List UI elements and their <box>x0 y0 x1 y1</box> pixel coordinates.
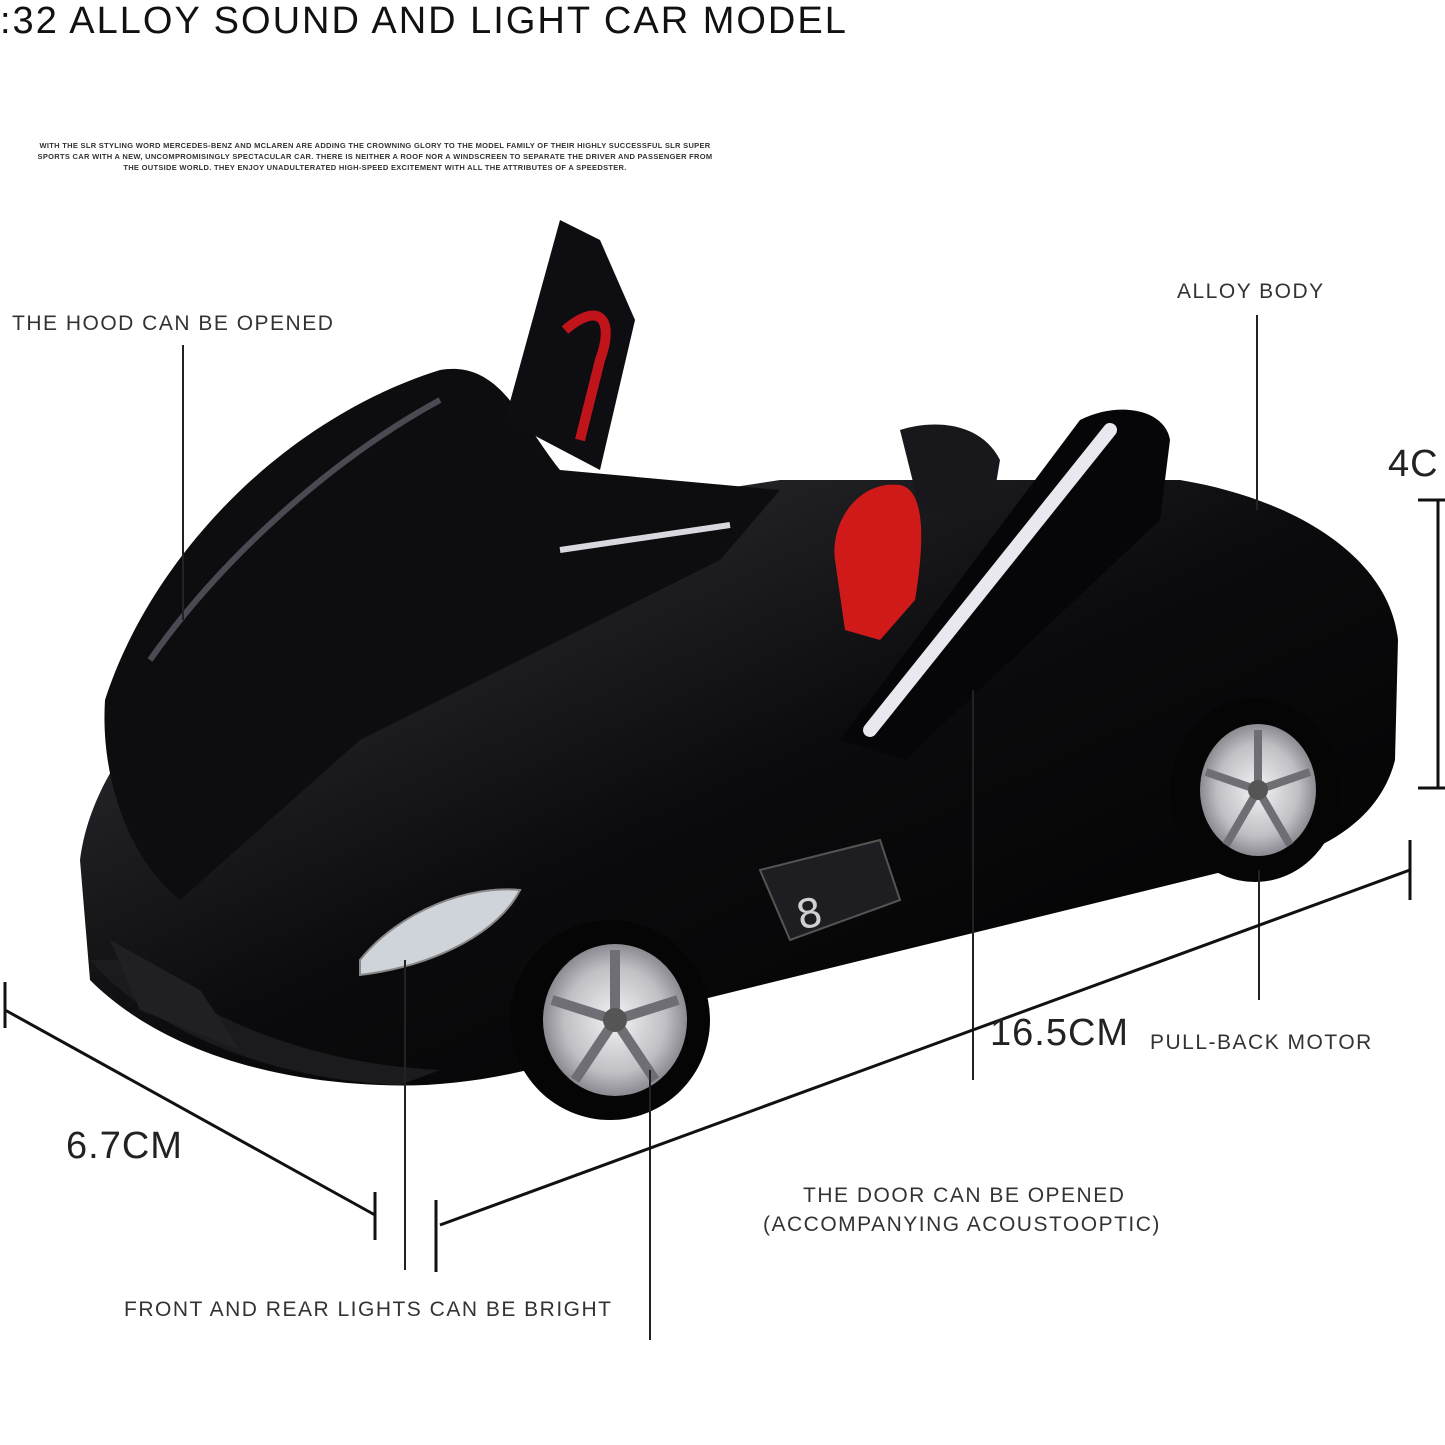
headlight <box>359 888 522 977</box>
far-door <box>505 220 635 470</box>
page-title: :32 ALLOY SOUND AND LIGHT CAR MODEL <box>0 0 848 42</box>
width-dimension: 6.7CM <box>66 1125 183 1167</box>
height-dimension: 4C <box>1388 443 1439 485</box>
grille <box>110 940 240 1050</box>
width-dim-line <box>4 1008 376 1217</box>
seat <box>834 484 922 640</box>
open-hood <box>104 368 781 900</box>
rear-wheel <box>1170 698 1340 882</box>
side-vent <box>758 838 902 942</box>
length-dimension: 16.5CM <box>990 1012 1130 1054</box>
front-wheel <box>510 920 710 1120</box>
lights-label: FRONT AND REAR LIGHTS CAN BE BRIGHT <box>124 1298 613 1321</box>
description-text: WITH THE SLR STYLING WORD MERCEDES-BENZ … <box>37 141 713 172</box>
door-label-line1: THE DOOR CAN BE OPENED <box>803 1184 1126 1207</box>
alloy-body-label: ALLOY BODY <box>1177 280 1325 303</box>
door-label-line2: (ACCOMPANYING ACOUSTOOPTIC) <box>763 1213 1161 1236</box>
length-dim-line <box>439 868 1411 1227</box>
hood-label: THE HOOD CAN BE OPENED <box>12 312 335 335</box>
pull-back-motor-label: PULL-BACK MOTOR <box>1150 1031 1373 1054</box>
